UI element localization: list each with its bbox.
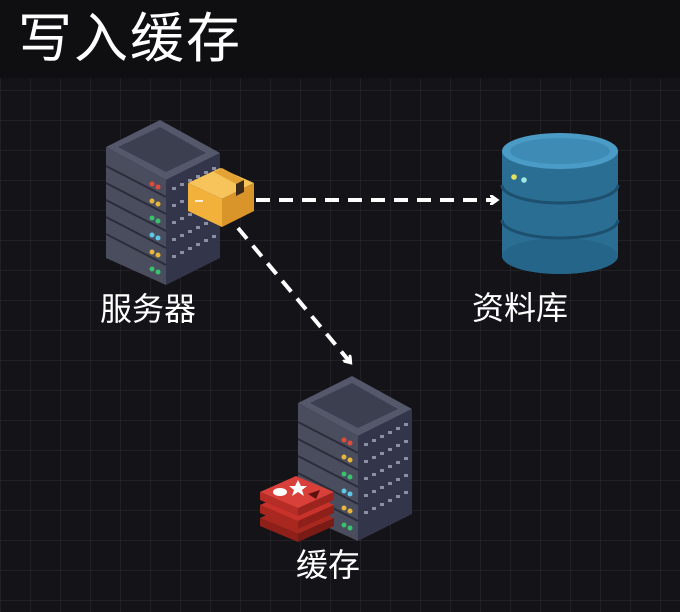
redis-logo-icon [260, 476, 334, 542]
page-title: 写入缓存 [18, 7, 242, 70]
title-band: 写入缓存 [0, 0, 680, 78]
package-box-icon [188, 168, 254, 227]
database-cylinder-icon [500, 133, 620, 274]
edge-server-to-cache [236, 226, 350, 362]
server-label: 服务器 [100, 290, 197, 328]
cache-label: 缓存 [296, 546, 361, 584]
database-label: 资料库 [472, 289, 569, 327]
